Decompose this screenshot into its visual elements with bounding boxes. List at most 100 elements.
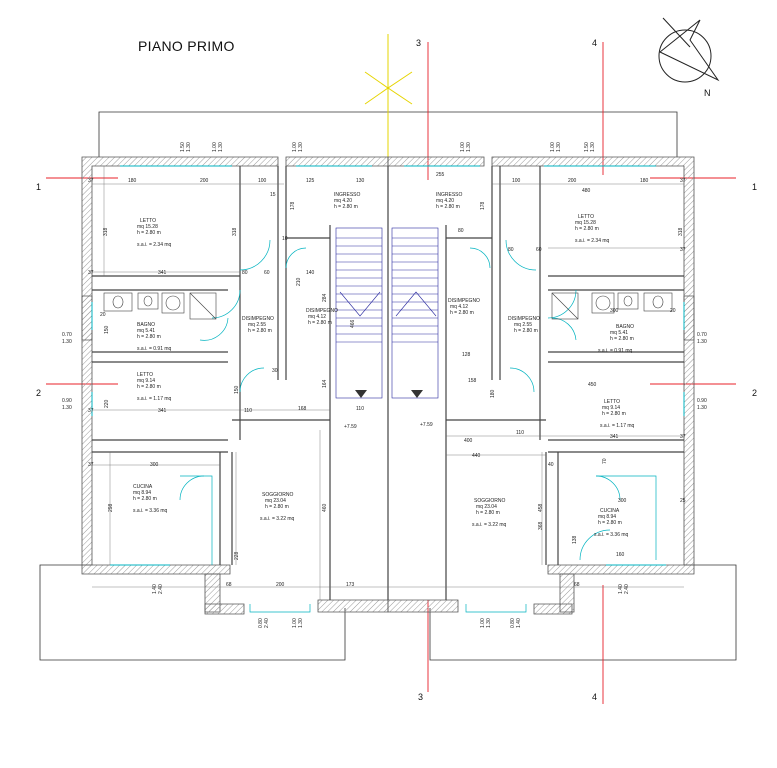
dim-text: 164	[322, 379, 328, 388]
dim-text: 150	[234, 385, 240, 394]
dim-text: 178	[290, 201, 296, 210]
dim-text: 318	[232, 227, 238, 236]
window-tag: 1.30	[486, 618, 492, 628]
level-west: +7.59	[344, 424, 357, 430]
dim-text: 20	[100, 312, 106, 318]
dim-text: 130	[356, 178, 365, 184]
window-tag: 1.30	[697, 339, 707, 345]
dim-text: 178	[480, 201, 486, 210]
door-swings	[179, 239, 657, 613]
dim-text: 341	[158, 408, 167, 414]
window-tag: 1.30	[590, 142, 596, 152]
window-tag: 0.70	[697, 332, 707, 338]
axis-4-bottom-label: 4	[592, 692, 597, 702]
dim-text: 300	[150, 462, 159, 468]
dim-text: 10	[282, 236, 288, 242]
dim-text: 460	[322, 503, 328, 512]
axis-3-top-label: 3	[416, 38, 421, 48]
dim-text: 70	[602, 458, 608, 464]
dim-text: 458	[538, 503, 544, 512]
window-tag: 1.30	[556, 142, 562, 152]
window-openings	[91, 165, 685, 566]
dim-text: 298	[108, 503, 114, 512]
bathroom-fixtures	[103, 292, 673, 320]
dim-text: 110	[356, 406, 364, 412]
dimension-texts: 180 200 100 125 130 255 100 200 180 480 …	[88, 172, 686, 588]
axis-3-bottom-label: 3	[418, 692, 423, 702]
north-label: N	[704, 88, 711, 98]
dim-text: 60	[536, 247, 542, 253]
dim-text: 20	[670, 308, 676, 314]
dim-text: 80	[508, 247, 514, 253]
window-tag: 1.30	[62, 405, 72, 411]
window-tag: 2.40	[264, 618, 270, 628]
dim-text: 210	[296, 277, 302, 286]
axis-1-left-label: 1	[36, 182, 41, 192]
staircase	[335, 227, 439, 399]
window-tag: 1.30	[697, 405, 707, 411]
dim-text: 255	[436, 172, 445, 178]
dim-text: 368	[538, 521, 544, 530]
dim-text: 40	[548, 462, 554, 468]
exterior-walls	[81, 156, 695, 615]
window-tag: 1.00	[460, 142, 466, 152]
dim-text: 37	[680, 434, 686, 440]
window-tag: 1.00	[480, 618, 486, 628]
window-tag: 0.80	[510, 618, 516, 628]
window-tag: 2.40	[158, 584, 164, 594]
window-tag: 1.00	[550, 142, 556, 152]
level-markers: +7.59 +7.59	[344, 422, 433, 430]
dim-text: 37	[680, 178, 686, 184]
dim-text: 341	[610, 434, 619, 440]
dim-text: 100	[258, 178, 267, 184]
dim-text: 60	[264, 270, 270, 276]
window-tag: 1.00	[212, 142, 218, 152]
axis-2-left-label: 2	[36, 388, 41, 398]
window-tag: 1.00	[292, 142, 298, 152]
axis-2-right-label: 2	[752, 388, 757, 398]
window-tag: 1.30	[298, 142, 304, 152]
window-tag: 1.50	[584, 142, 590, 152]
window-tag: 1.40	[152, 584, 158, 594]
window-tags: 0.70 1.30 0.70 1.30 0.90 1.30 0.90 1.30 …	[62, 142, 707, 628]
dim-text: 400	[464, 438, 473, 444]
window-tag: 0.90	[697, 398, 707, 404]
dim-text: 37	[680, 247, 686, 253]
window-tag: 1.30	[298, 618, 304, 628]
dim-text: 140	[306, 270, 315, 276]
dim-text: 220	[104, 399, 110, 408]
dim-text: 110	[516, 430, 524, 436]
window-tag: 1.30	[218, 142, 224, 152]
dim-text: 37	[88, 408, 94, 414]
dim-text: 284	[322, 293, 328, 302]
dim-text: 68	[574, 582, 580, 588]
window-tag: 1.30	[466, 142, 472, 152]
entrance-marker-icon	[364, 34, 413, 160]
window-tag: 1.30	[186, 142, 192, 152]
dim-text: 30	[272, 368, 278, 374]
dim-text: 25	[680, 498, 686, 504]
dim-text: 180	[490, 389, 496, 398]
drawing-title: PIANO PRIMO	[138, 38, 235, 54]
dim-text: 200	[276, 582, 285, 588]
dim-text: 300	[610, 308, 619, 314]
dim-text: 168	[298, 406, 307, 412]
north-arrow-icon	[658, 17, 720, 83]
dim-text: 466	[350, 319, 356, 328]
axis-1-right-label: 1	[752, 182, 757, 192]
window-tag: 2.40	[624, 584, 630, 594]
